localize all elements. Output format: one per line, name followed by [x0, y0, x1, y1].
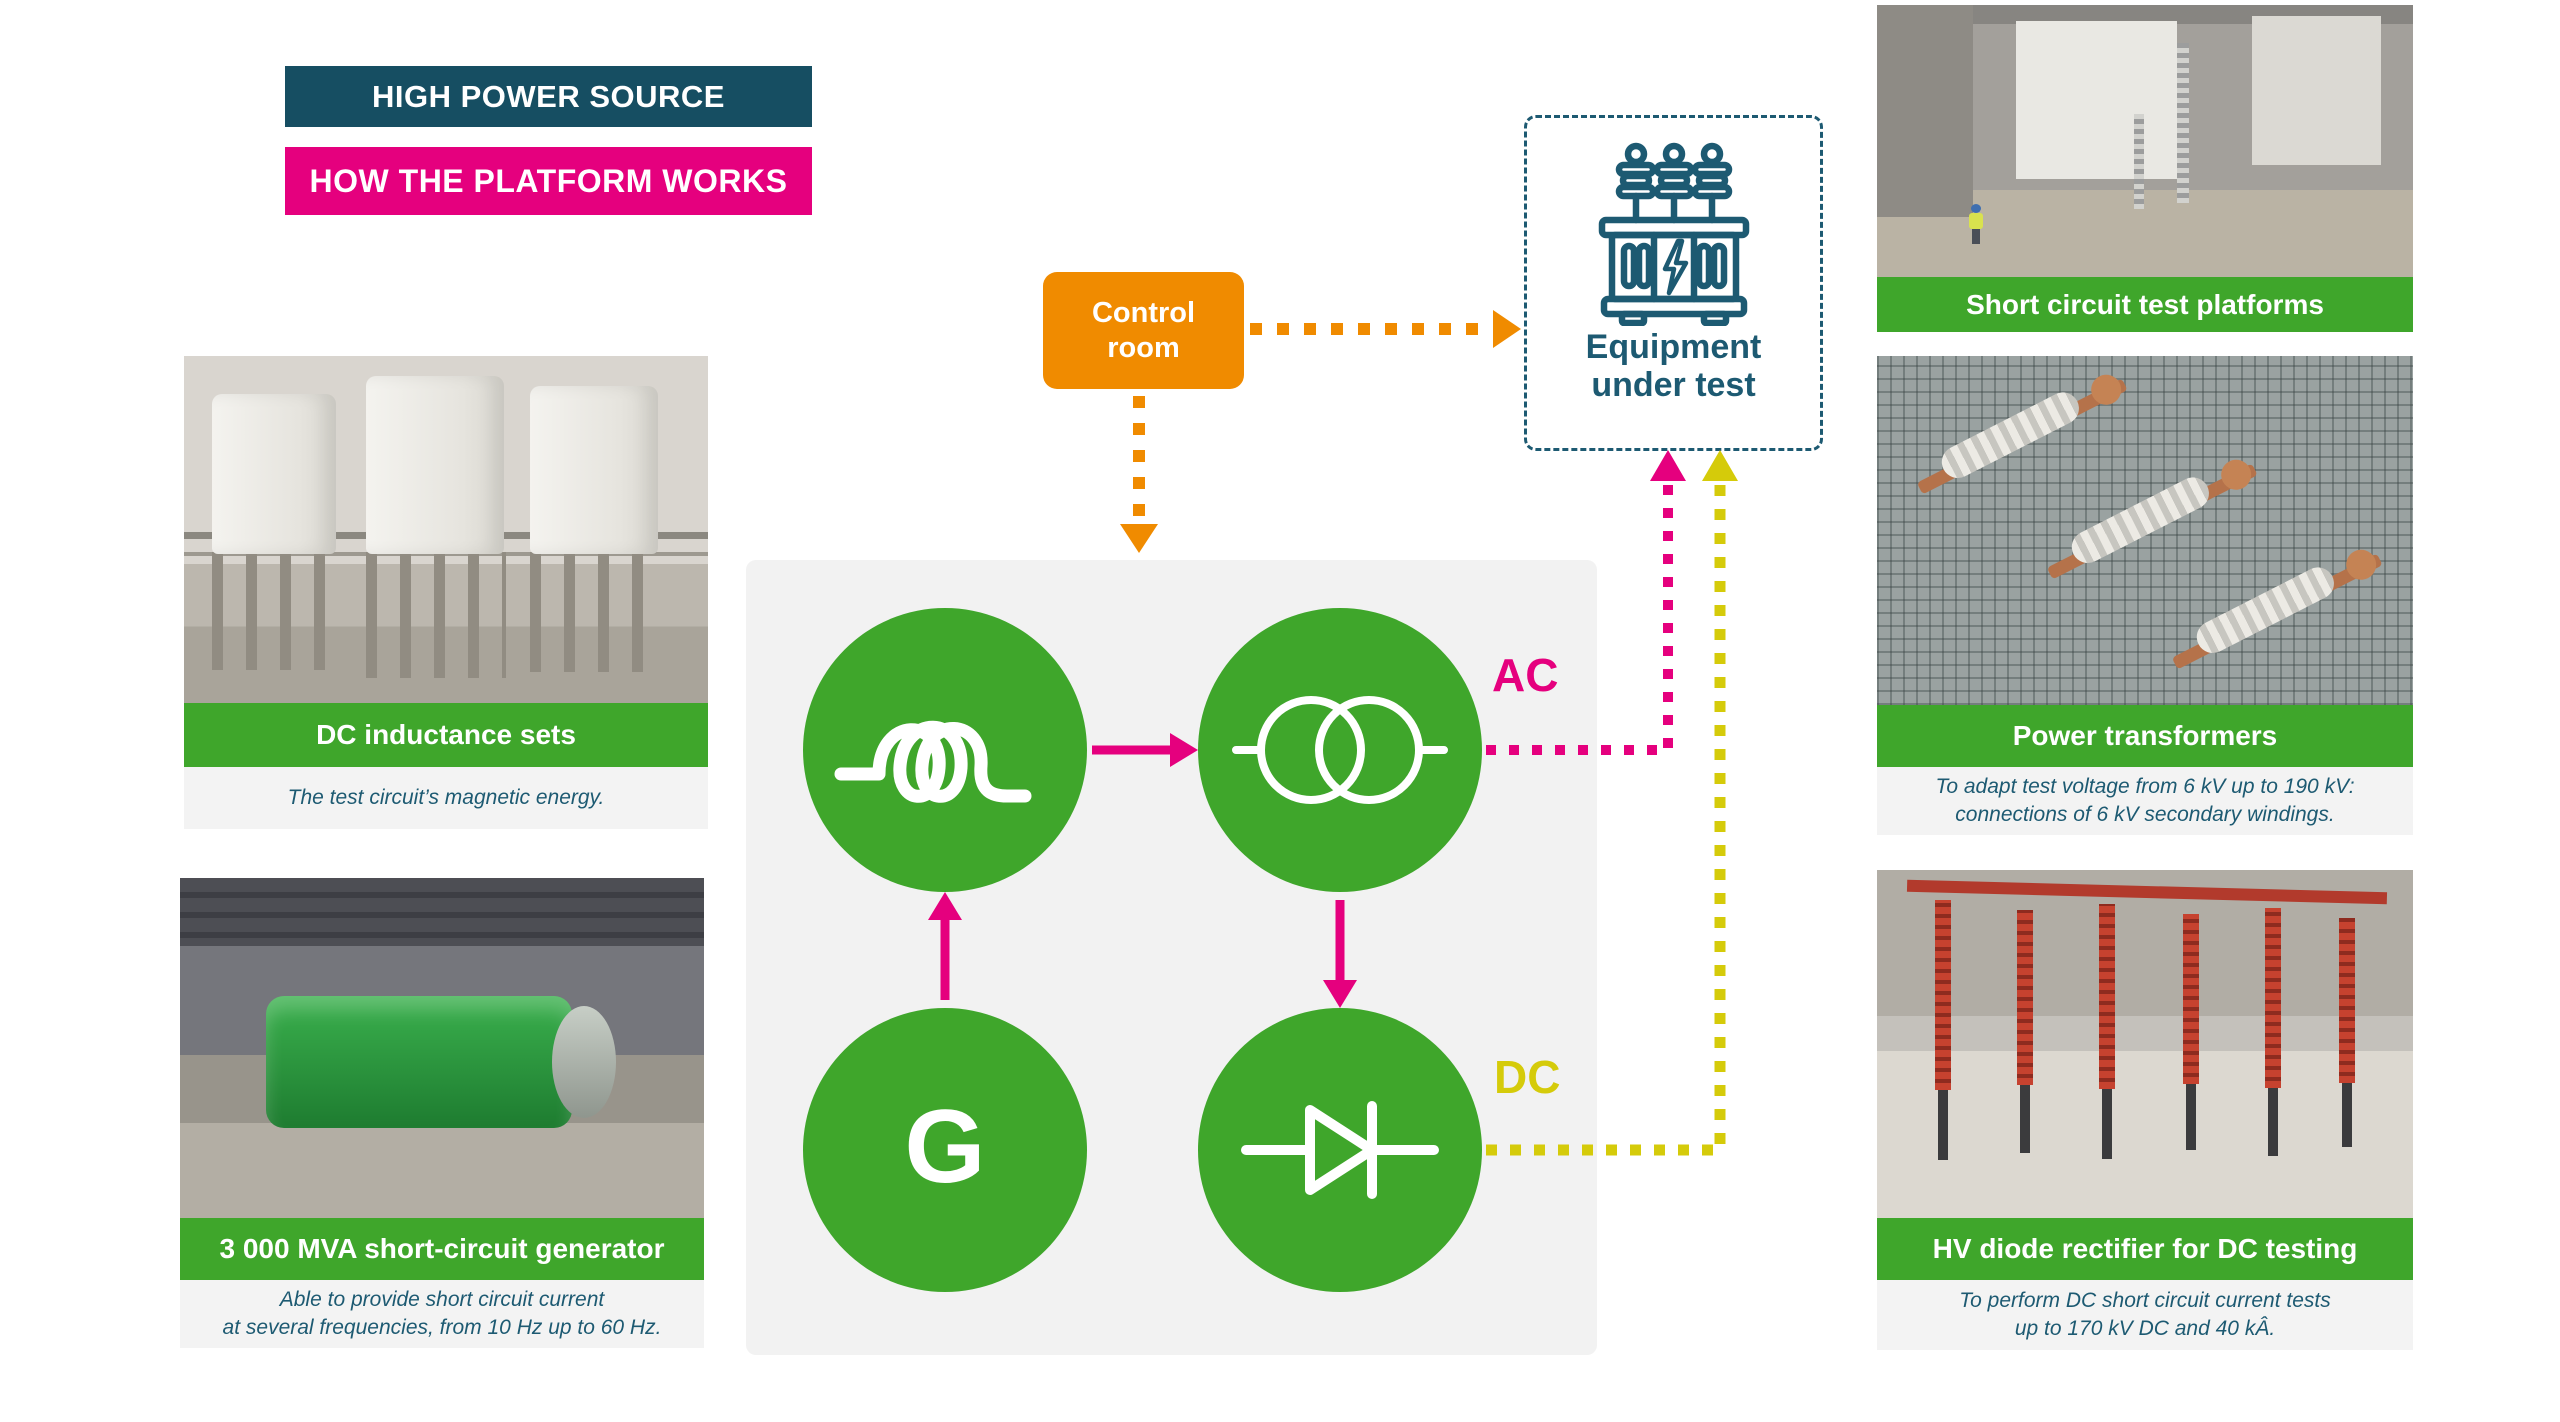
yellow-arrowhead-up — [1702, 450, 1738, 481]
lightning-bolt-icon — [1662, 238, 1688, 296]
dc-label: DC — [1494, 1051, 1561, 1103]
pink-arrowhead-up — [1650, 450, 1686, 481]
card-test-platforms: Short circuit test platforms — [1877, 5, 2413, 332]
node-generator: G — [803, 1008, 1087, 1292]
equipment-under-test-label: Equipment under test — [1585, 328, 1762, 405]
subtitle-power-transformers: To adapt test voltage from 6 kV up to 19… — [1877, 767, 2413, 835]
caption-dc-inductance: DC inductance sets — [184, 703, 708, 767]
card-short-circuit-generator: 3 000 MVA short-circuit generator Able t… — [180, 878, 704, 1348]
subtitle-short-circuit-generator: Able to provide short circuit current at… — [180, 1280, 704, 1348]
card-hv-diode-rectifier: HV diode rectifier for DC testing To per… — [1877, 870, 2413, 1350]
equipment-under-test-box: Equipment under test — [1524, 115, 1823, 451]
subtitle-hv-diode-rectifier: To perform DC short circuit current test… — [1877, 1280, 2413, 1350]
caption-short-circuit-generator: 3 000 MVA short-circuit generator — [180, 1218, 704, 1280]
ac-label: AC — [1492, 649, 1559, 701]
photo-dc-inductance — [184, 356, 708, 703]
transformer-icon — [1598, 142, 1749, 326]
photo-short-circuit-generator — [180, 878, 704, 1218]
generator-letter: G — [904, 1089, 986, 1205]
subtitle-banner: HOW THE PLATFORM WORKS — [285, 147, 812, 215]
inductor-coil-icon — [834, 720, 1032, 803]
node-transformer — [1198, 608, 1482, 892]
title-banner: HIGH POWER SOURCE — [285, 66, 812, 127]
node-diode — [1198, 1008, 1482, 1292]
orange-arrowhead-right — [1493, 310, 1521, 348]
transformer-circles-icon — [1232, 696, 1448, 804]
diode-icon — [1241, 1101, 1439, 1199]
photo-power-transformers — [1877, 356, 2413, 705]
photo-test-platforms — [1877, 5, 2413, 277]
control-room-box: Control room — [1043, 272, 1244, 389]
caption-hv-diode-rectifier: HV diode rectifier for DC testing — [1877, 1218, 2413, 1280]
card-dc-inductance: DC inductance sets The test circuit’s ma… — [184, 356, 708, 829]
caption-test-platforms: Short circuit test platforms — [1877, 277, 2413, 332]
card-power-transformers: Power transformers To adapt test voltage… — [1877, 356, 2413, 835]
node-inductor — [803, 608, 1087, 892]
photo-hv-diode-rectifier — [1877, 870, 2413, 1218]
subtitle-dc-inductance: The test circuit’s magnetic energy. — [184, 767, 708, 829]
orange-arrowhead-down — [1120, 524, 1158, 553]
worker-figure — [1968, 204, 1984, 245]
caption-power-transformers: Power transformers — [1877, 705, 2413, 767]
